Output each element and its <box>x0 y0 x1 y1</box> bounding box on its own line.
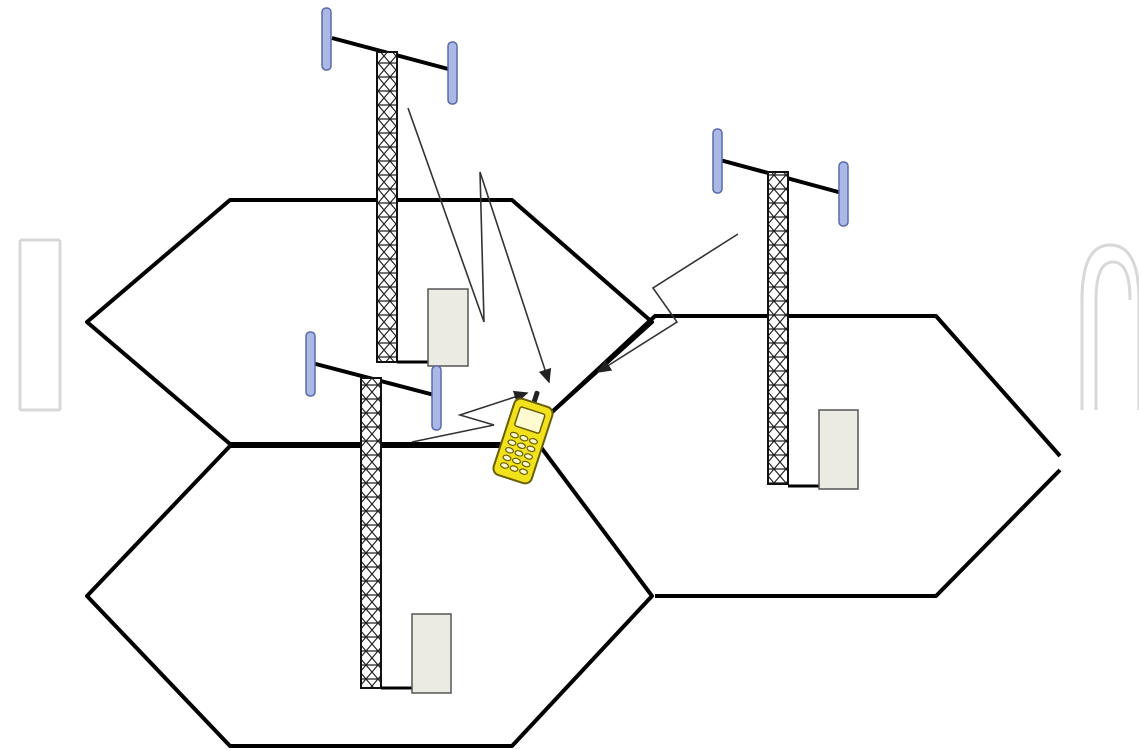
mobile-phone-icon <box>492 390 554 485</box>
equipment-shelter-icon <box>427 288 469 367</box>
hexagon-icon <box>655 468 1062 598</box>
zigzag-signal-icon <box>596 233 739 373</box>
antenna-panel-icon <box>431 365 442 431</box>
antenna-panel-icon <box>305 331 316 397</box>
antenna-panel-icon <box>321 7 332 71</box>
hexagon-icon <box>550 314 1062 458</box>
antenna-panel-icon <box>447 41 458 105</box>
lattice-tower-icon <box>305 331 452 694</box>
antenna-panel-icon <box>838 161 849 227</box>
zigzag-signal-icon <box>407 107 552 384</box>
lattice-tower-icon <box>712 128 859 490</box>
equipment-shelter-icon <box>411 613 452 694</box>
signal-links <box>407 107 739 443</box>
zigzag-signal-icon <box>411 390 529 443</box>
lattice-tower-icon <box>321 7 469 367</box>
cells <box>85 198 1062 748</box>
antenna-panel-icon <box>712 128 723 194</box>
equipment-shelter-icon <box>818 409 859 490</box>
